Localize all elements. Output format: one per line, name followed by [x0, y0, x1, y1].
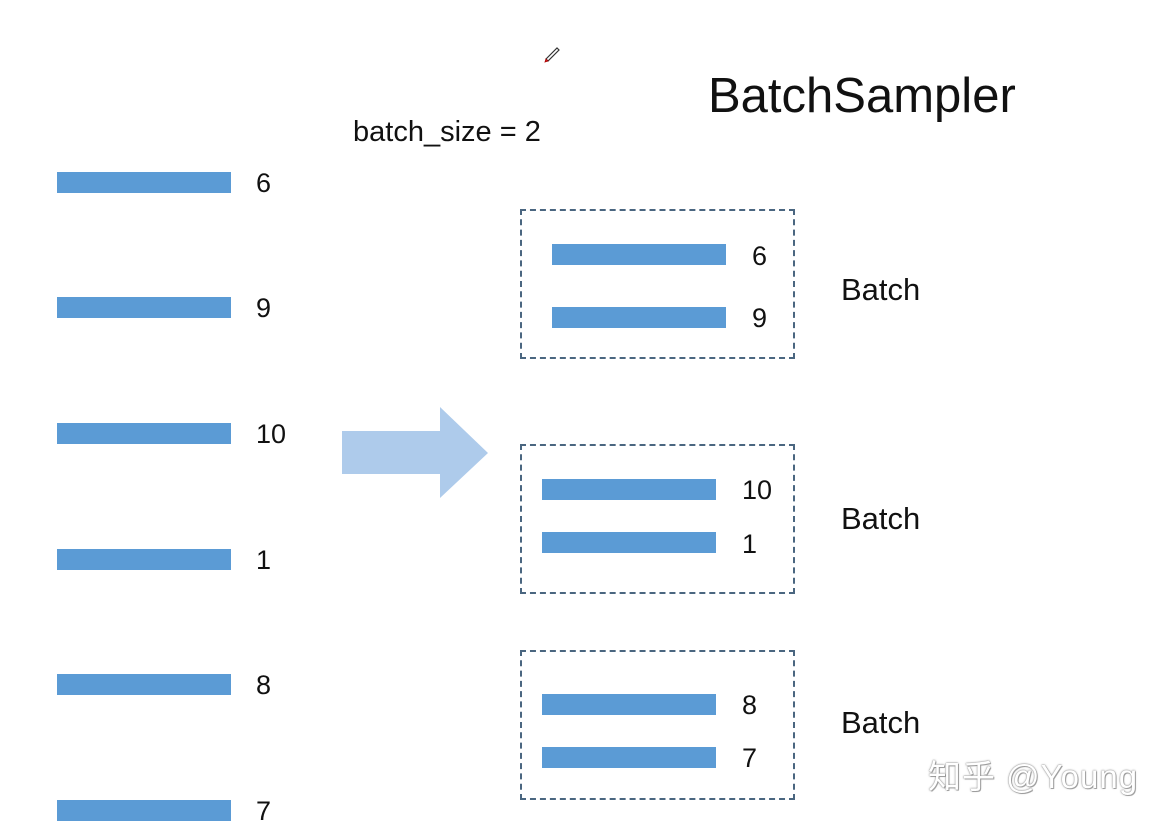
batch-index-label: 8 [742, 690, 758, 720]
input-bar [57, 549, 231, 570]
input-index-label: 10 [256, 419, 287, 449]
input-bar [57, 674, 231, 695]
batch-box [520, 650, 795, 800]
batch-bar [552, 244, 726, 265]
input-bar [57, 423, 231, 444]
batch-index-label: 1 [742, 529, 758, 559]
batch-index-label: 7 [742, 743, 758, 773]
batch-label: Batch [841, 272, 921, 307]
batch-index-label: 6 [752, 241, 768, 271]
right-arrow-icon [342, 407, 488, 498]
batch-bar [542, 694, 716, 715]
batch-label: Batch [841, 705, 921, 740]
batch-bar [542, 532, 716, 553]
batch-index-label: 9 [752, 303, 768, 333]
input-index-label: 7 [256, 796, 272, 826]
batch-box [520, 209, 795, 359]
input-index-label: 9 [256, 293, 272, 323]
input-bar [57, 297, 231, 318]
input-index-label: 6 [256, 168, 272, 198]
batch-box [520, 444, 795, 594]
batch-label: Batch [841, 501, 921, 536]
input-index-label: 1 [256, 545, 272, 575]
batch-bar [542, 479, 716, 500]
input-bar [57, 800, 231, 821]
watermark: 知乎 @Young [928, 758, 1139, 795]
batch-bar [552, 307, 726, 328]
batch-index-label: 10 [742, 475, 773, 505]
batch-bar [542, 747, 716, 768]
input-bar [57, 172, 231, 193]
batch-size-label: batch_size = 2 [353, 116, 541, 148]
pen-cursor-icon [544, 47, 560, 63]
diagram-title: BatchSampler [708, 69, 1016, 123]
input-index-label: 8 [256, 670, 272, 700]
